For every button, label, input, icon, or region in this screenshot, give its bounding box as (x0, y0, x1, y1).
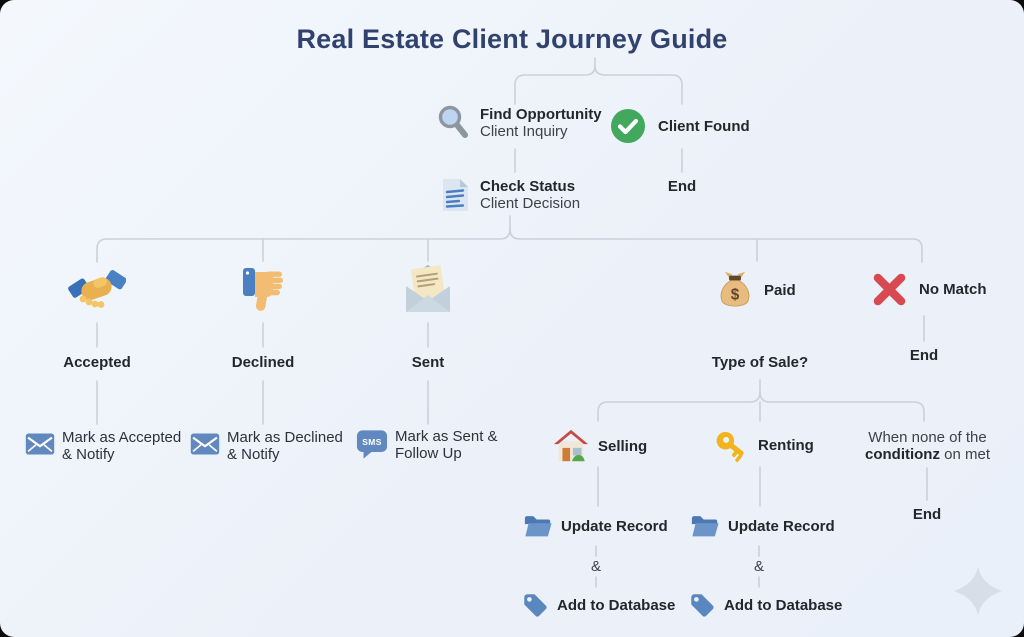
no-condition-rest: on met (939, 446, 991, 463)
node-update-record-selling: Update Record (523, 513, 668, 539)
node-client-found: Client Found (610, 108, 750, 144)
no-match-label: No Match (919, 281, 987, 298)
sparkle-icon (954, 566, 1002, 616)
search-icon (438, 105, 468, 138)
node-no-match: No Match (872, 272, 987, 307)
node-mark-sent: SMS Mark as Sent & Follow Up (356, 428, 498, 462)
x-mark-icon (873, 273, 906, 306)
node-check-status: Check Status Client Decision (441, 178, 580, 212)
node-accepted-label: Accepted (63, 354, 131, 371)
email-icon (25, 433, 55, 455)
node-selling: Selling (552, 426, 647, 466)
open-folder-icon (524, 516, 552, 537)
no-condition-line1: When none of the (868, 429, 987, 446)
handshake-icon (68, 270, 126, 308)
open-folder-icon (691, 516, 719, 537)
money-bag-icon: $ (720, 271, 750, 307)
node-end-no-match: End (909, 347, 939, 364)
amp-selling: & (590, 558, 601, 575)
document-icon (443, 179, 468, 211)
node-mark-accepted: Mark as Accepted & Notify (25, 429, 181, 463)
find-opportunity-title: Find Opportunity (480, 106, 602, 123)
renting-label: Renting (758, 437, 814, 454)
check-circle-icon (611, 109, 645, 143)
mark-declined-line2: & Notify (227, 446, 280, 463)
check-status-subtitle: Client Decision (480, 195, 581, 212)
node-sent-icon (400, 261, 456, 317)
mark-declined-line1: Mark as Declined (227, 429, 343, 446)
key-icon (716, 431, 744, 463)
house-icon (553, 429, 589, 462)
mark-sent-line2: Follow Up (395, 445, 462, 462)
tag-icon (691, 594, 714, 617)
dollar-glyph: $ (731, 286, 740, 303)
node-type-of-sale: Type of Sale? (711, 354, 809, 371)
node-mark-declined: Mark as Declined & Notify (190, 429, 343, 463)
node-declined-label: Declined (231, 354, 295, 371)
node-end-top: End (667, 178, 697, 195)
sms-glyph: SMS (362, 437, 381, 447)
no-condition-line2: conditionz on met (845, 446, 1010, 463)
no-condition-bold: conditionz (864, 446, 940, 463)
node-add-database-renting: Add to Database (688, 591, 842, 619)
add-database-selling-label: Add to Database (557, 596, 676, 614)
open-envelope-icon (406, 265, 450, 312)
mark-sent-line1: Mark as Sent & (395, 428, 498, 445)
node-end-condition: End (912, 506, 942, 523)
mark-accepted-line2: & Notify (62, 446, 115, 463)
mark-accepted-line1: Mark as Accepted (62, 429, 182, 446)
tag-icon (524, 594, 547, 617)
node-sent-label: Sent (411, 354, 445, 371)
check-status-title: Check Status (480, 178, 576, 195)
find-opportunity-subtitle: Client Inquiry (480, 123, 568, 140)
page-title: Real Estate Client Journey Guide (296, 24, 728, 54)
node-update-record-renting: Update Record (690, 513, 835, 539)
update-record-renting-label: Update Record (728, 517, 835, 535)
node-renting: Renting (713, 427, 814, 464)
node-accepted-icon (68, 266, 126, 314)
selling-label: Selling (598, 437, 648, 455)
client-found-title: Client Found (658, 117, 750, 135)
node-find-opportunity: Find Opportunity Client Inquiry (436, 104, 602, 142)
node-add-database-selling: Add to Database (521, 591, 675, 619)
thumbs-down-icon (243, 268, 283, 311)
add-database-renting-label: Add to Database (724, 596, 843, 614)
node-no-condition: When none of the conditionz on met (845, 429, 1010, 463)
node-paid: $ Paid (718, 267, 796, 314)
node-declined-icon (240, 263, 286, 313)
sms-icon: SMS (356, 430, 388, 459)
update-record-selling-label: Update Record (561, 517, 668, 535)
amp-renting: & (753, 558, 764, 575)
paid-label: Paid (764, 282, 796, 299)
email-icon (190, 433, 220, 455)
